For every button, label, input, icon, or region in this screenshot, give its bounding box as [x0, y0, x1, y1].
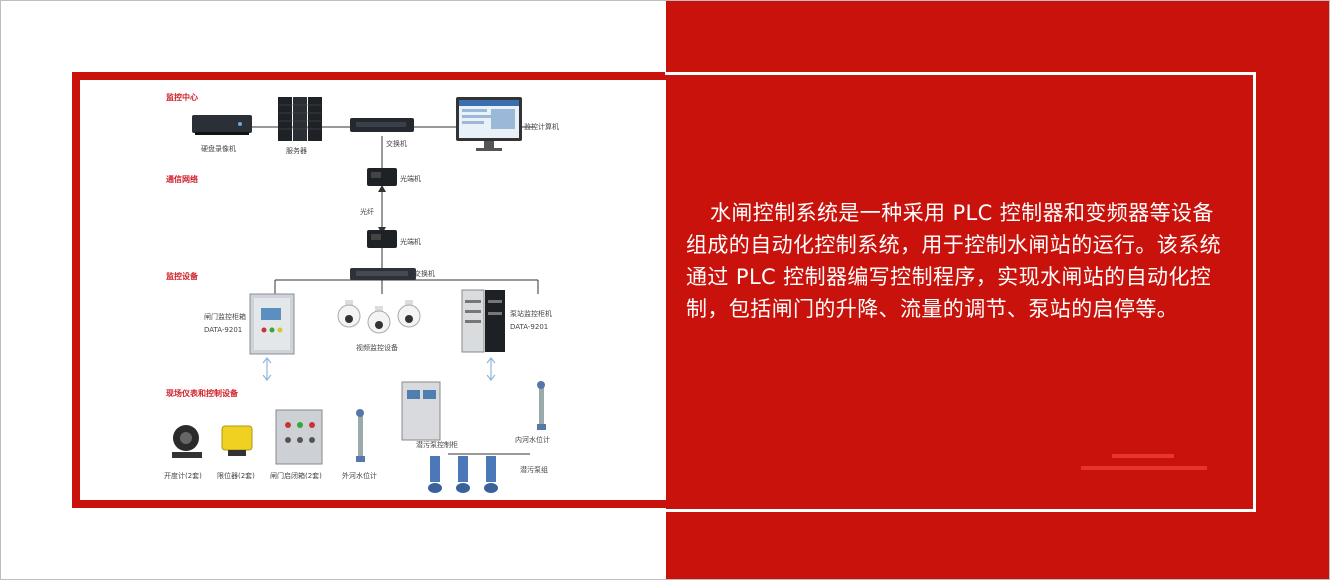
decor-line-top: [1112, 454, 1174, 458]
section-monitor-center: 监控中心: [166, 92, 198, 102]
label-gate-cabinet-model: DATA-9201: [204, 326, 242, 334]
switch-top-device: [350, 118, 414, 132]
label-flow-meter: 开度计(2套): [164, 471, 202, 480]
description-text: 水闸控制系统是一种采用 PLC 控制器和变频器等设备组成的自动化控制系统，用于控…: [686, 201, 1221, 321]
label-server: 服务器: [286, 146, 307, 155]
gate-control-cabinet: [249, 293, 295, 355]
flow-meter-device: [172, 425, 202, 458]
inner-level-gauge: [537, 381, 546, 430]
white-frame: [665, 72, 1256, 512]
system-diagram: 监控中心 通信网络 监控设备 现场仪表和控制设备 硬盘录像机 服务器 交换机 监…: [80, 80, 666, 500]
label-monitor-pc: 监控计算机: [524, 122, 559, 131]
label-fiber: 光纤: [360, 207, 374, 216]
label-pump-cabinet: 泵站监控柜机: [510, 309, 552, 318]
label-limit-switch: 限位器(2套): [217, 471, 255, 480]
gate-box-device: [275, 409, 323, 465]
pump-control-rack: [461, 289, 505, 353]
label-switch-top: 交换机: [386, 139, 407, 148]
fiber-transceiver-top: [367, 168, 397, 186]
label-fiber-rx: 光端机: [400, 237, 421, 246]
label-inner-level: 内河水位计: [515, 435, 550, 444]
switch-mid-device: [350, 268, 416, 280]
limit-switch-device: [221, 425, 253, 456]
label-fiber-tx: 光端机: [400, 174, 421, 183]
fiber-transceiver-bottom: [367, 230, 397, 248]
label-outer-level: 外河水位计: [342, 471, 377, 480]
label-switch-mid: 交换机: [414, 269, 435, 278]
pump-control-cabinet: [401, 381, 441, 441]
label-gate-box: 闸门启闭箱(2套): [270, 471, 322, 480]
section-field-instruments: 现场仪表和控制设备: [166, 388, 239, 398]
monitor-computer: [456, 97, 522, 151]
red-background: [666, 0, 1330, 580]
label-nvr: 硬盘录像机: [201, 144, 236, 153]
server-rack: [278, 97, 322, 141]
section-control-equipment: 监控设备: [166, 271, 199, 281]
label-pump-control: 潜污泵控制柜: [416, 440, 458, 449]
label-pumps: 潜污泵组: [520, 465, 548, 474]
section-comm-network: 通信网络: [166, 174, 198, 184]
label-cameras: 视频监控设备: [356, 343, 398, 352]
pump-group: [428, 456, 498, 493]
outer-level-gauge: [356, 409, 365, 462]
label-gate-cabinet: 闸门监控柜箱: [204, 312, 246, 321]
label-pump-cabinet-model: DATA-9201: [510, 323, 548, 331]
cameras: [337, 300, 421, 334]
decor-line-bottom: [1081, 466, 1207, 470]
nvr-device: [192, 115, 252, 135]
